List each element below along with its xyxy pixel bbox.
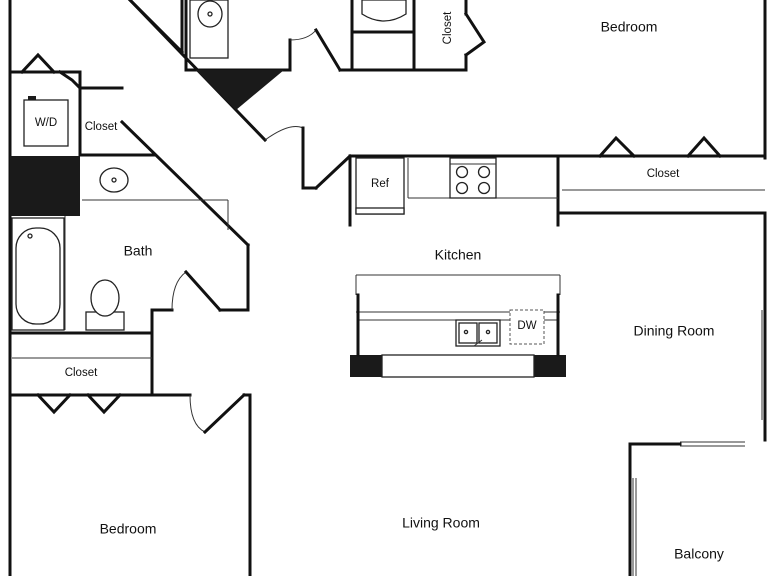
doors bbox=[19, 11, 723, 435]
closet-left-label: Closet bbox=[65, 367, 98, 379]
balcony-label: Balcony bbox=[674, 546, 724, 562]
walls bbox=[8, 0, 767, 576]
thin-lines bbox=[12, 0, 765, 576]
solid-blocks bbox=[10, 70, 566, 377]
washer-dryer-label: W/D bbox=[35, 117, 57, 129]
labels: Bedroom Closet W/D Closet Ref Closet Bat… bbox=[35, 11, 724, 562]
ref-label: Ref bbox=[371, 178, 390, 190]
bedroom-top-label: Bedroom bbox=[601, 19, 658, 35]
closet-laundry-label: Closet bbox=[85, 121, 118, 133]
bedroom-bottom-label: Bedroom bbox=[100, 521, 157, 537]
dining-room-label: Dining Room bbox=[634, 323, 715, 339]
closet-top-label: Closet bbox=[442, 11, 454, 44]
living-room-label: Living Room bbox=[402, 515, 480, 531]
fixtures bbox=[11, 0, 561, 378]
kitchen-label: Kitchen bbox=[435, 247, 482, 263]
dw-label: DW bbox=[517, 320, 536, 332]
closet-right-label: Closet bbox=[647, 168, 680, 180]
bath-label: Bath bbox=[124, 243, 153, 259]
